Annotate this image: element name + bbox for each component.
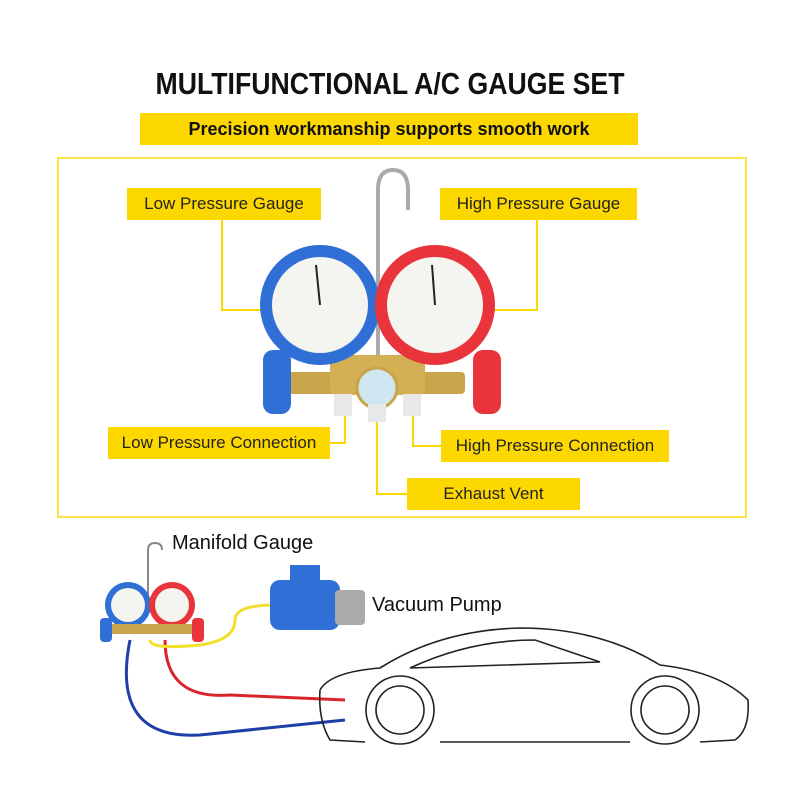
blue-hose [124, 639, 346, 737]
leader-lines [221, 220, 538, 495]
label-low-pressure-connection: Low Pressure Connection [108, 427, 330, 459]
label-vacuum-pump: Vacuum Pump [372, 594, 502, 616]
label-manifold-gauge: Manifold Gauge [172, 532, 314, 554]
label-high-pressure-connection: High Pressure Connection [441, 430, 669, 462]
red-hose [163, 639, 346, 702]
vacuum-pump [270, 565, 365, 630]
high-knob [473, 350, 501, 414]
yellow-hose [148, 603, 276, 649]
low-pressure-gauge [260, 245, 380, 365]
low-knob [263, 350, 291, 414]
high-pressure-gauge [375, 245, 495, 365]
label-exhaust-vent: Exhaust Vent [407, 478, 580, 510]
hook-icon [376, 167, 410, 355]
sight-glass [355, 366, 399, 410]
subtitle-banner: Precision workmanship supports smooth wo… [140, 113, 638, 145]
product-frame [57, 157, 747, 518]
label-low-pressure-gauge: Low Pressure Gauge [127, 188, 321, 220]
car-outline [318, 627, 750, 745]
page-title: MULTIFUNCTIONAL A/C GAUGE SET [155, 66, 625, 101]
label-high-pressure-gauge: High Pressure Gauge [440, 188, 637, 220]
